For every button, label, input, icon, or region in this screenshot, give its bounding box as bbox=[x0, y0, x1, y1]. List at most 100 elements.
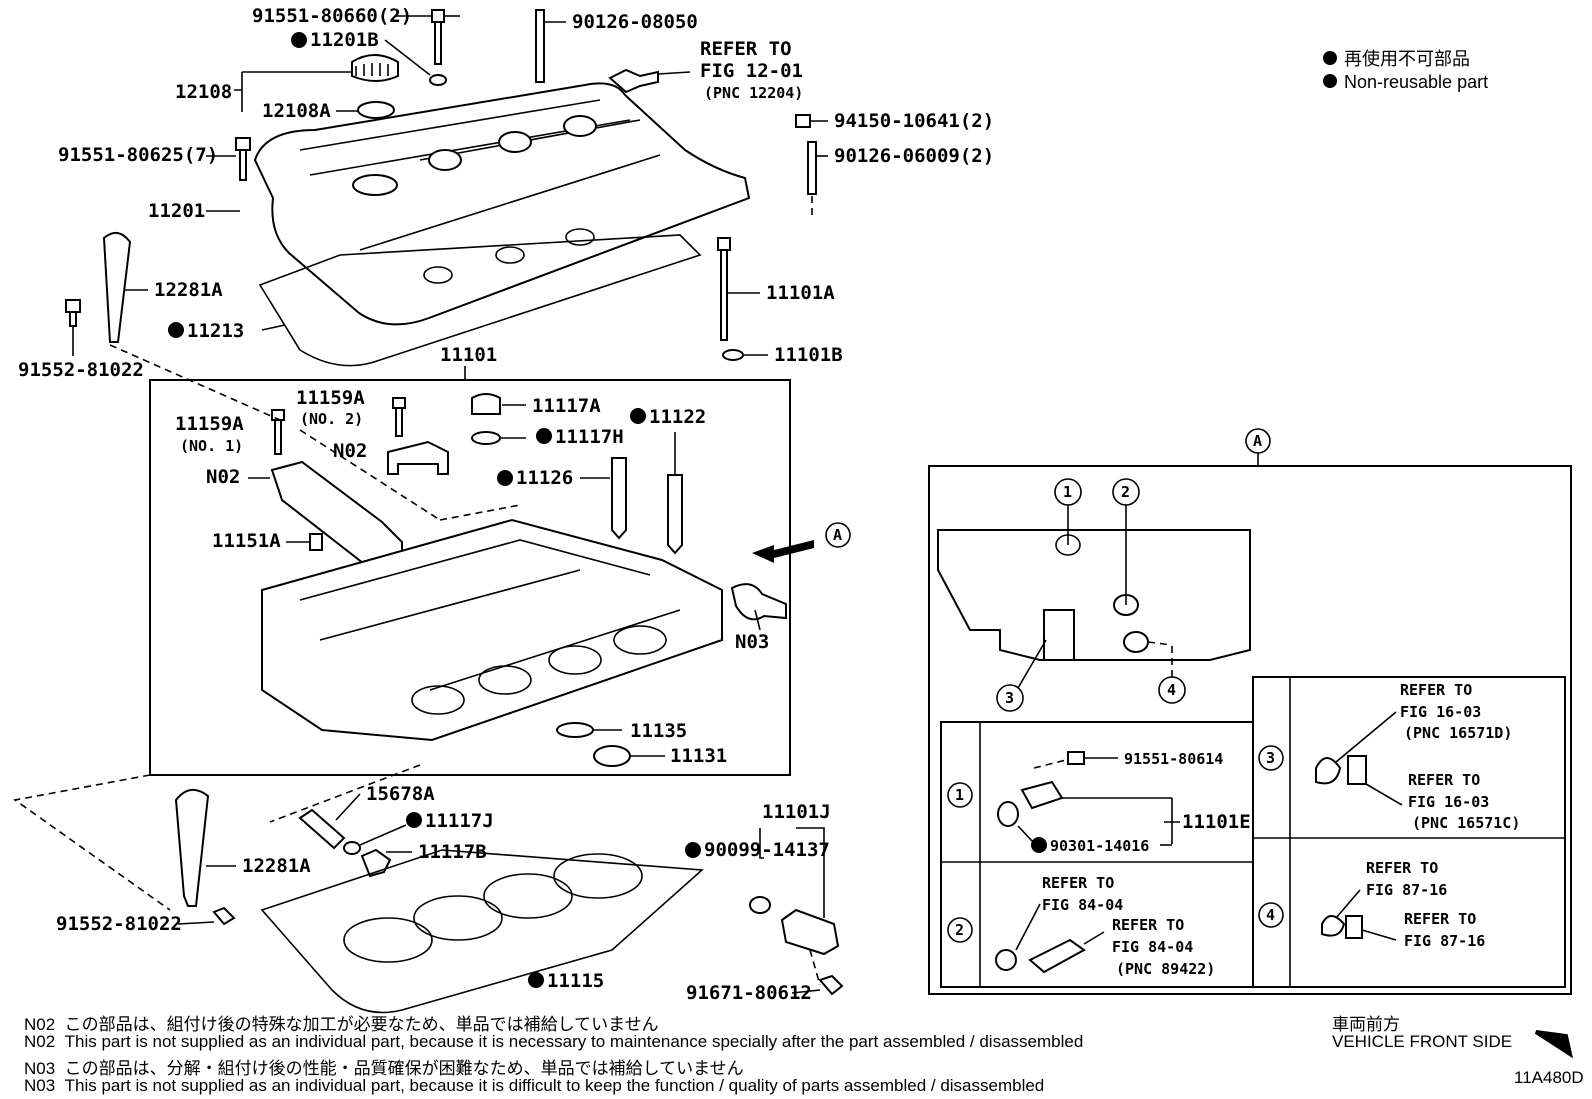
row-4-circle bbox=[1258, 902, 1284, 928]
r2-ref2b: FIG 84-04 bbox=[1112, 938, 1193, 956]
label-11159A-no2: 11159A bbox=[296, 387, 365, 409]
legend-dot-icon bbox=[1323, 51, 1337, 65]
o-ring-icon bbox=[749, 896, 771, 914]
water-outlet-icon bbox=[730, 583, 787, 621]
label-11159A-no1: 11159A bbox=[175, 413, 244, 435]
row-1-circle bbox=[947, 782, 973, 808]
svg-text:2: 2 bbox=[1121, 483, 1130, 501]
valve-guide-icon bbox=[667, 474, 683, 555]
callout-3 bbox=[996, 684, 1024, 712]
stud-icon bbox=[535, 9, 545, 83]
engine-hanger-icon bbox=[102, 231, 132, 343]
nut-icon bbox=[795, 114, 811, 128]
gasket-ring-icon bbox=[556, 722, 594, 738]
figure-code: 11A480D bbox=[1514, 1068, 1584, 1087]
svg-text:A: A bbox=[833, 526, 842, 544]
svg-text:1: 1 bbox=[1063, 483, 1072, 501]
label-90099-14137: 90099-14137 bbox=[704, 839, 830, 861]
label-12108A: 12108A bbox=[262, 100, 331, 122]
pcv-valve-icon bbox=[608, 68, 659, 94]
refer-top-2: FIG 12-01 bbox=[700, 60, 803, 82]
cylinder-head-icon bbox=[261, 518, 723, 742]
bolt-icon bbox=[271, 409, 285, 455]
label-N02-b: N02 bbox=[206, 466, 240, 488]
legend: 再使用不可部品 Non-reusable part bbox=[1323, 49, 1488, 92]
label-91551-80660: 91551-80660(2) bbox=[252, 5, 412, 27]
r3-ref2b: FIG 16-03 bbox=[1408, 793, 1489, 811]
washer-icon bbox=[429, 74, 447, 86]
legend-dot-icon bbox=[1323, 74, 1337, 88]
r1-ring: 90301-14016 bbox=[1050, 837, 1149, 855]
row-3-circle bbox=[1258, 745, 1284, 771]
label-11201: 11201 bbox=[148, 200, 205, 222]
valve-guide-icon bbox=[611, 457, 627, 540]
svg-text:4: 4 bbox=[1266, 906, 1275, 924]
refer-top-3: (PNC 12204) bbox=[704, 84, 803, 102]
refer-top-1: REFER TO bbox=[700, 38, 792, 60]
gasket-ring-icon bbox=[471, 431, 501, 445]
label-94150: 94150-10641(2) bbox=[834, 110, 994, 132]
svg-text:3: 3 bbox=[1266, 749, 1275, 767]
label-no1: (NO. 1) bbox=[180, 437, 243, 455]
label-15678A: 15678A bbox=[366, 783, 435, 805]
row-2-circle bbox=[947, 917, 973, 943]
view-arrow-icon bbox=[752, 540, 814, 563]
r2-ref2a: REFER TO bbox=[1112, 916, 1184, 934]
note-4: N03 This part is not supplied as an indi… bbox=[24, 1076, 1045, 1095]
note-3: N03 この部品は、分解・組付け後の性能・品質確保が困難なため、単品では補給して… bbox=[24, 1059, 744, 1078]
r3-ref1a: REFER TO bbox=[1400, 681, 1472, 699]
svg-text:1: 1 bbox=[955, 786, 964, 804]
bolt-icon bbox=[1067, 751, 1085, 765]
gasket-ring-icon bbox=[357, 101, 395, 119]
label-91552-bottom: 91552-81022 bbox=[56, 913, 182, 935]
cam-cap-icon bbox=[270, 460, 403, 572]
vehicle-front-arrow-icon bbox=[1534, 1030, 1574, 1059]
bolt-icon bbox=[212, 906, 236, 926]
detail-frame bbox=[928, 465, 1572, 995]
label-11201B: 11201B bbox=[310, 29, 379, 51]
seal-icon bbox=[593, 745, 631, 767]
r1-assy: 11101E bbox=[1182, 811, 1251, 833]
label-11117J: 11117J bbox=[425, 810, 494, 832]
r3-ref2a: REFER TO bbox=[1408, 771, 1480, 789]
cylinder-head-cover-icon bbox=[253, 82, 751, 326]
valve-cover-group: 91551-80660(2) 11201B 12108 12108A 90126… bbox=[18, 5, 994, 381]
union-icon bbox=[298, 808, 346, 850]
legend-en: Non-reusable part bbox=[1344, 72, 1488, 92]
bolt-icon bbox=[392, 397, 406, 437]
bolt-icon bbox=[65, 299, 81, 327]
r3-ref1b: FIG 16-03 bbox=[1400, 703, 1481, 721]
label-12108: 12108 bbox=[175, 81, 232, 103]
pin-icon bbox=[309, 533, 323, 551]
head-bolt-icon bbox=[717, 237, 731, 341]
oil-cap-icon bbox=[351, 54, 399, 82]
cylinder-head-group: 11101 11159A (NO. 2) 11159A (NO. 1) 1111… bbox=[149, 344, 851, 776]
r2-ref1b: FIG 84-04 bbox=[1042, 896, 1123, 914]
label-11101A: 11101A bbox=[766, 282, 835, 304]
svg-text:3: 3 bbox=[1005, 689, 1014, 707]
view-a-circle bbox=[825, 522, 851, 548]
label-11101B: 11101B bbox=[774, 344, 843, 366]
r4-ref1b: FIG 87-16 bbox=[1366, 881, 1447, 899]
plug-icon bbox=[471, 393, 501, 415]
o-ring-icon bbox=[997, 801, 1019, 827]
head-side-view-icon bbox=[937, 529, 1251, 661]
gasket-ring-icon bbox=[343, 841, 361, 855]
hose-icon bbox=[1347, 755, 1367, 785]
bolt-icon bbox=[818, 974, 844, 996]
lower-parts-group: 12281A 91552-81022 15678A 11117J 11117B … bbox=[12, 344, 844, 1014]
label-90126-08050: 90126-08050 bbox=[572, 11, 698, 33]
label-91671-80612: 91671-80612 bbox=[686, 982, 812, 1004]
detail-view-a: A 1 2 3 4 1 91551-80614 bbox=[928, 428, 1572, 995]
washer-icon bbox=[722, 349, 744, 361]
sensor-icon bbox=[1020, 780, 1064, 810]
label-11122: 11122 bbox=[649, 406, 706, 428]
note-2: N02 This part is not supplied as an indi… bbox=[24, 1032, 1084, 1051]
label-11117B: 11117B bbox=[418, 841, 487, 863]
r2-ref2c: (PNC 89422) bbox=[1116, 960, 1215, 978]
note-1: N02 この部品は、組付け後の特殊な加工が必要なため、単品では補給していません bbox=[24, 1015, 659, 1034]
label-11101: 11101 bbox=[440, 344, 497, 366]
label-11126: 11126 bbox=[516, 467, 573, 489]
label-11117H: 11117H bbox=[555, 426, 624, 448]
